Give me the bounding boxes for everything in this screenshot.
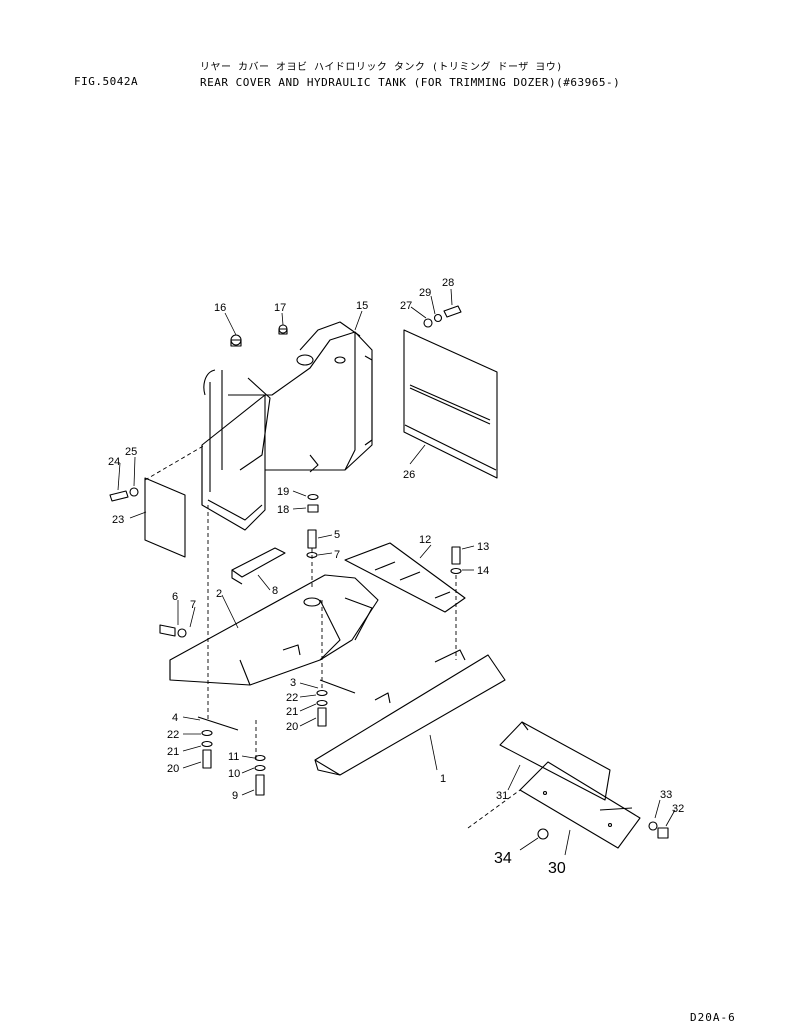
callout-20a: 20 [286,721,298,733]
panel-26 [403,329,498,479]
callout-34: 34 [494,850,512,867]
callout-27: 27 [400,300,412,312]
fasteners-lower [159,529,462,796]
callout-21b: 21 [167,746,179,758]
title-english: REAR COVER AND HYDRAULIC TANK (FOR TRIMM… [200,76,621,89]
callout-30: 30 [548,860,566,877]
callout-25: 25 [125,446,137,458]
callout-5: 5 [334,529,340,541]
bracket-8 [231,547,286,585]
cover-plate-23 [144,477,186,558]
callout-7a: 7 [190,599,196,611]
callout-16: 16 [214,302,226,314]
title-japanese: リヤー カバー オヨビ ハイドロリック タンク (トリミング ドーザ ヨウ) [200,62,563,73]
figure-number: FIG.5042A [74,75,139,88]
callout-24: 24 [108,456,120,468]
guard-31 [499,721,611,801]
callout-29: 29 [419,287,431,299]
callout-10: 10 [228,768,240,780]
callout-28: 28 [442,277,454,289]
callout-15: 15 [356,300,368,312]
callout-3: 3 [290,677,296,689]
callout-14: 14 [477,565,489,577]
cap-parts [230,324,288,347]
callout-23: 23 [112,514,124,526]
plate-30 [519,761,641,849]
callout-32: 32 [672,803,684,815]
callout-12: 12 [419,534,431,546]
fittings-18-19 [307,493,319,513]
callout-7b: 7 [334,549,340,561]
rail-1 [314,649,506,776]
callout-11: 11 [228,751,239,763]
frame-2 [169,574,379,686]
callout-2: 2 [216,588,222,600]
callout-22a: 22 [286,692,298,704]
callout-17: 17 [274,302,286,314]
callout-26: 26 [403,469,415,481]
callout-20b: 20 [167,763,179,775]
callout-1: 1 [440,773,446,785]
plate-12 [344,542,466,613]
hydraulic-tank [201,321,373,531]
bolts-upper [109,305,462,502]
callout-6: 6 [172,591,178,603]
leader-lines [117,288,676,856]
callout-31: 31 [496,790,508,802]
callout-21a: 21 [286,706,298,718]
page-code: D20A-6 [690,1011,736,1024]
callout-9: 9 [232,790,238,802]
callout-8: 8 [272,585,278,597]
callout-4: 4 [172,712,178,724]
callout-18: 18 [277,504,289,516]
callout-13: 13 [477,541,489,553]
assembly-lines [144,444,521,829]
callout-19: 19 [277,486,289,498]
bolts-right [537,821,669,840]
callout-33: 33 [660,789,672,801]
callout-22b: 22 [167,729,179,741]
